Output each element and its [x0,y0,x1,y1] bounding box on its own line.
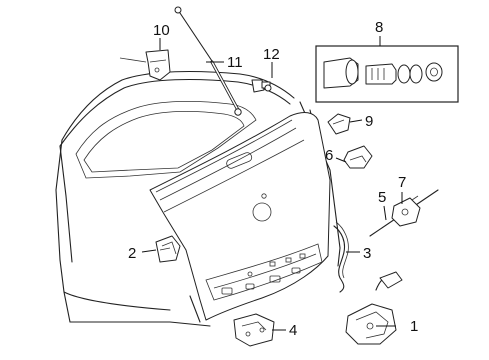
part-clip [343,145,373,169]
part-latch [345,271,403,345]
callout-5: 5 [378,189,386,206]
part-striker [233,313,275,347]
callout-11: 11 [227,54,243,71]
callout-7: 7 [398,174,406,191]
part-bolt [251,79,272,93]
part-release-cable [333,221,349,293]
callout-8: 8 [375,19,383,36]
vehicle-body-outline [55,70,341,327]
part-gas-strut [174,6,242,116]
callout-12: 12 [263,46,280,63]
callout-labels: 10 11 12 8 9 6 7 5 3 2 4 1 [128,19,418,339]
leader-lines [141,36,403,331]
callout-1: 1 [410,318,418,335]
part-latch-bracket [155,235,181,263]
part-lock-cylinder-kit [315,45,459,103]
callout-3: 3 [363,245,371,262]
callout-2: 2 [128,245,136,262]
liftgate-panel [149,112,331,321]
callout-10: 10 [153,22,170,39]
callout-9: 9 [365,113,373,130]
callout-4: 4 [289,322,297,339]
part-hinge [119,49,171,81]
part-rod-actuator [369,189,439,237]
callout-6: 6 [325,147,333,164]
part-cap [327,113,351,135]
